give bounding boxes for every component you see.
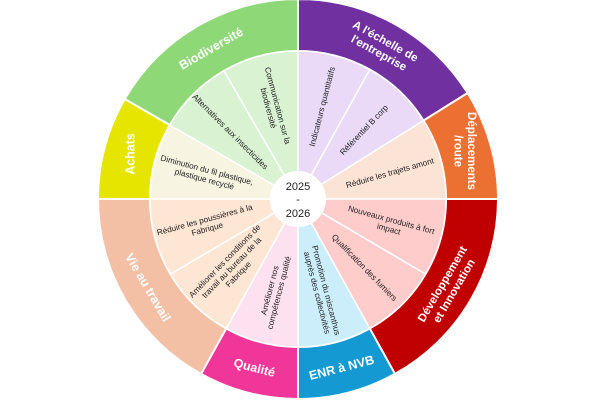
action-ring [149, 50, 447, 348]
category-ring [96, 0, 500, 400]
center-year-start: 2025 [286, 181, 310, 193]
category-label-deplacements: Déplacements/route [451, 112, 477, 190]
category-label-achats: Achats [123, 133, 137, 175]
center-circle: 2025 - 2026 [270, 171, 326, 227]
center-dash: - [296, 194, 300, 206]
center-year-end: 2026 [286, 208, 310, 220]
